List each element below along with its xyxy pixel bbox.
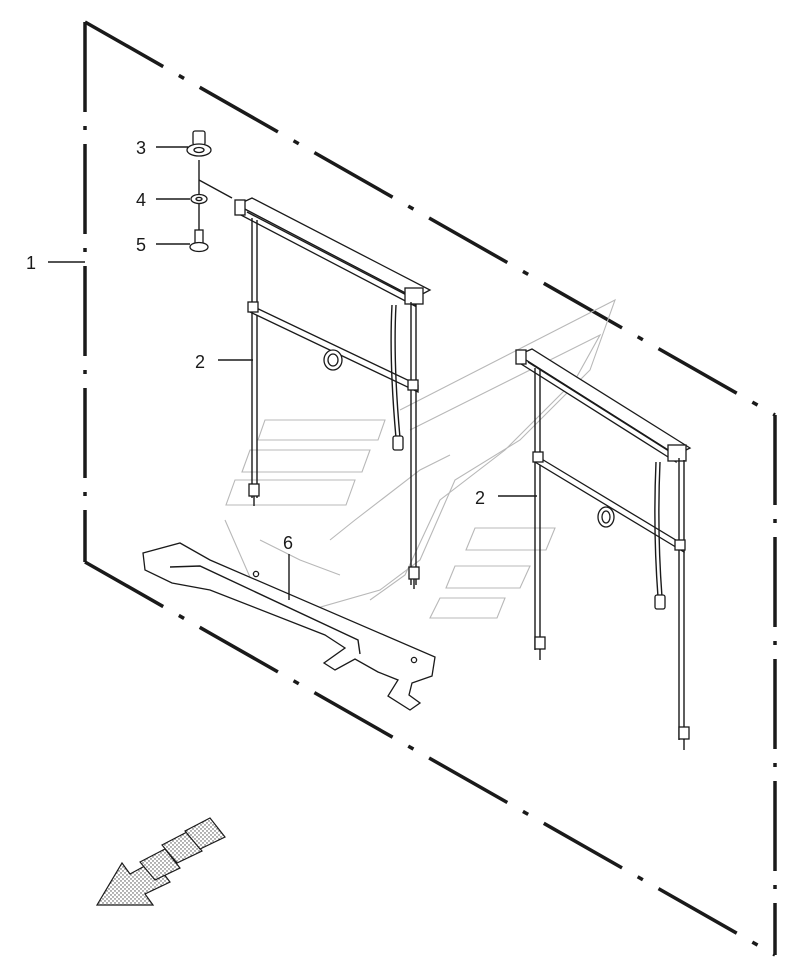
bolt-part (189, 229, 209, 253)
vehicle-outline-ghost (224, 298, 616, 619)
direction-arrow-icon (95, 817, 226, 906)
sunshade-unit-right (515, 348, 692, 750)
callout-6: 6 (283, 533, 293, 553)
nut-part (186, 130, 212, 157)
bracket-plate (142, 542, 436, 711)
callout-2-left: 2 (195, 352, 205, 372)
leader-lines (48, 146, 537, 600)
callout-5: 5 (136, 235, 146, 255)
assembly-boundary (83, 20, 777, 957)
callout-4: 4 (136, 190, 146, 210)
hardware-stack (186, 130, 233, 253)
washer-part (190, 193, 208, 205)
callout-2-right: 2 (475, 488, 485, 508)
callout-labels: 1 2 2 3 4 5 6 (26, 138, 485, 553)
callout-1: 1 (26, 253, 36, 273)
callout-3: 3 (136, 138, 146, 158)
sunshade-unit-left (234, 197, 432, 589)
